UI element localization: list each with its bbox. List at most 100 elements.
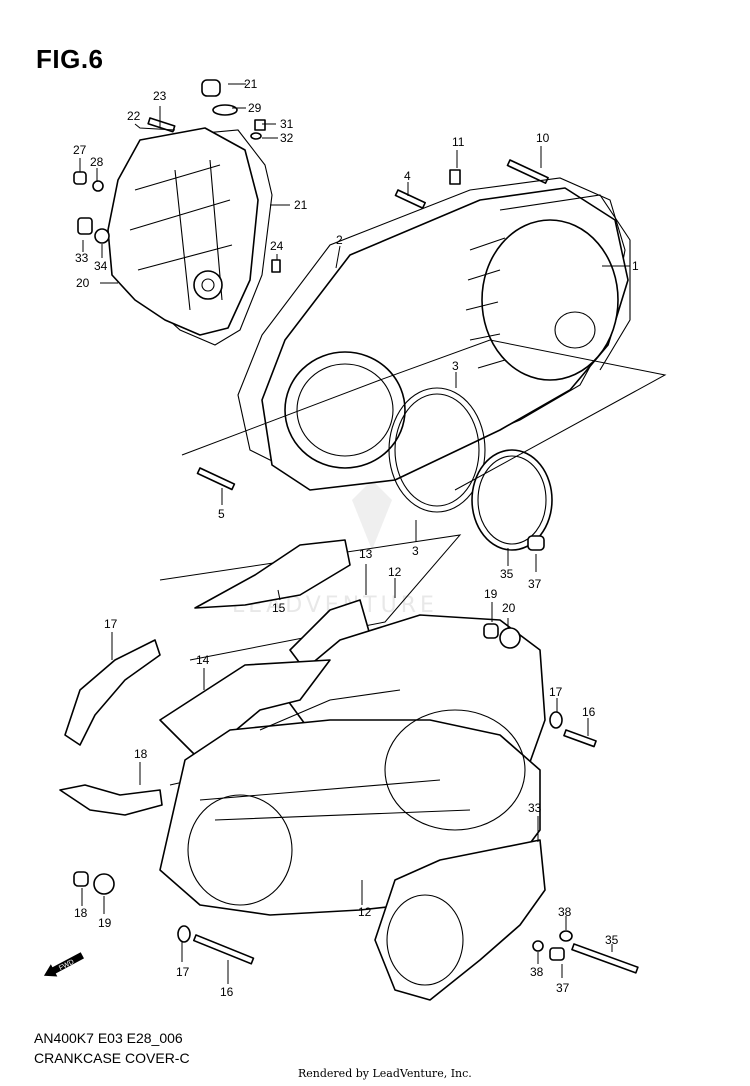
callout: 19 xyxy=(484,587,498,601)
callout: 37 xyxy=(528,577,542,591)
callout: 18 xyxy=(74,906,88,920)
washer-28 xyxy=(92,180,104,192)
cover-13 xyxy=(64,639,161,746)
inner-cover-20-ribs xyxy=(129,159,233,311)
callout: 15 xyxy=(272,601,286,615)
cover-8-dome xyxy=(384,709,526,831)
crankcase-cover-group xyxy=(237,177,631,491)
callout: 38 xyxy=(558,905,572,919)
plug-31 xyxy=(77,217,93,235)
bolt-18a xyxy=(483,623,499,639)
callout: 32 xyxy=(280,131,294,145)
callout: 12 xyxy=(388,565,402,579)
fwd-arrow: FWD xyxy=(43,952,84,977)
callout: 16 xyxy=(220,985,234,999)
grommet-36 xyxy=(527,535,545,551)
bolt-37 xyxy=(549,947,565,961)
inner-cover-20 xyxy=(107,127,259,336)
washer-17b xyxy=(177,925,191,943)
cover-2-window xyxy=(284,351,406,469)
fwd-arrow-icon xyxy=(43,952,84,977)
cover-14 xyxy=(59,784,163,816)
bolt-4 xyxy=(394,189,426,209)
cover-2-boss xyxy=(554,311,596,349)
washer-38a xyxy=(559,930,573,942)
callout: 35 xyxy=(500,567,514,581)
fwd-label: FWD xyxy=(58,959,75,973)
callout: 37 xyxy=(556,981,570,995)
callout: 21 xyxy=(244,77,258,91)
cap-34 xyxy=(471,449,553,551)
callout: 3 xyxy=(412,544,419,558)
callout: 20 xyxy=(502,601,516,615)
callout: 19 xyxy=(98,916,112,930)
callout: 23 xyxy=(153,89,167,103)
bolt-29 xyxy=(254,119,266,131)
assembly-name: CRANKCASE COVER-C xyxy=(34,1050,190,1066)
bolt-6 xyxy=(506,159,549,184)
callout: 29 xyxy=(248,101,262,115)
callout: 21 xyxy=(294,198,308,212)
callout: 28 xyxy=(90,155,104,169)
dowel-24 xyxy=(271,259,281,273)
callout: 20 xyxy=(76,276,90,290)
callout: 34 xyxy=(94,259,108,273)
callout: 11 xyxy=(452,135,465,149)
callout: 10 xyxy=(536,131,550,145)
cover-33-window xyxy=(386,894,464,986)
cap-34-inner xyxy=(477,455,547,545)
bolt-15 xyxy=(563,729,597,748)
bolt-18b xyxy=(73,871,89,887)
callout: 38 xyxy=(530,965,544,979)
top-hardware xyxy=(73,79,549,491)
callouts: 21 29 23 22 31 32 27 28 21 33 34 20 24 1… xyxy=(73,77,639,999)
cover-2-window-inner xyxy=(296,363,394,457)
cover-8-window xyxy=(187,794,293,906)
callout: 1 xyxy=(632,259,639,273)
inner-cover-bearing-hole xyxy=(201,278,215,292)
callout: 17 xyxy=(549,685,563,699)
callout: 35 xyxy=(605,933,619,947)
dowel-7 xyxy=(449,169,461,185)
callout: 5 xyxy=(218,507,225,521)
washer-38b xyxy=(532,940,544,952)
callout: 22 xyxy=(127,109,141,123)
oring-32 xyxy=(94,228,110,244)
footer-credit: Rendered by LeadVenture, Inc. xyxy=(298,1067,472,1080)
figure-title: FIG.6 xyxy=(36,44,104,74)
callout: 17 xyxy=(176,965,190,979)
watermark-logo-icon xyxy=(352,480,392,550)
callout: 24 xyxy=(270,239,284,253)
cap-25 xyxy=(201,79,221,97)
bolt-5 xyxy=(196,467,236,491)
frame-line-top xyxy=(181,339,667,491)
cover-2-ribs xyxy=(465,237,506,369)
callout: 18 xyxy=(134,747,148,761)
model-code: AN400K7 E03 E28_006 xyxy=(34,1030,183,1046)
callout: 16 xyxy=(582,705,596,719)
callout: 2 xyxy=(336,233,343,247)
bolt-22 xyxy=(147,117,176,133)
oring-26 xyxy=(212,104,238,116)
callout: 17 xyxy=(104,617,118,631)
callout: 13 xyxy=(359,547,373,561)
grommet-19b xyxy=(93,873,115,895)
cover-2-clutch-dome xyxy=(481,219,619,381)
bolt-16 xyxy=(192,934,255,965)
outer-cover-group xyxy=(59,539,546,1001)
callout: 3 xyxy=(452,359,459,373)
callout: 12 xyxy=(358,905,372,919)
washer-17a xyxy=(549,711,563,729)
callout: 33 xyxy=(75,251,89,265)
callout: 14 xyxy=(196,653,210,667)
bottom-hardware xyxy=(73,623,639,974)
grommet-19a xyxy=(499,627,521,649)
inner-cover-bearing xyxy=(193,270,223,300)
callout: 33 xyxy=(528,801,542,815)
leader-lines xyxy=(79,83,630,984)
bolt-27 xyxy=(73,171,87,185)
cover-8-trim xyxy=(199,689,471,821)
callout: 27 xyxy=(73,143,87,157)
seal-ring-3-inner xyxy=(394,393,480,507)
